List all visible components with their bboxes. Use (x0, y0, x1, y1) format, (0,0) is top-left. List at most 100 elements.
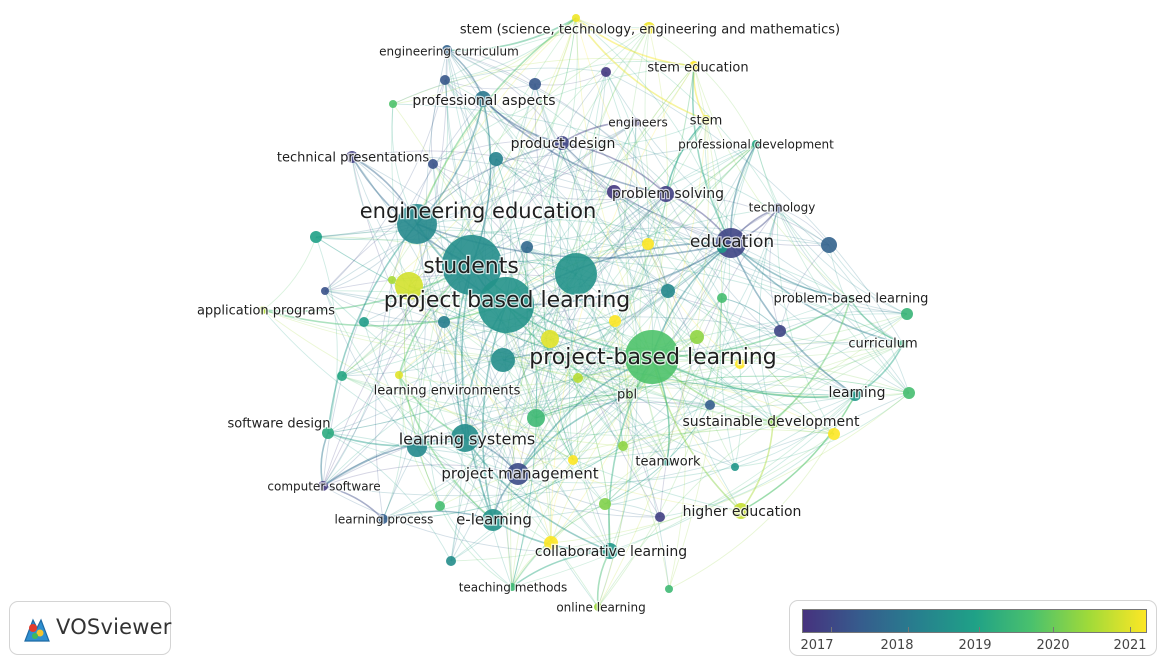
keyword-label[interactable]: learning environments (372, 382, 521, 400)
keyword-node[interactable] (661, 284, 675, 298)
keyword-node[interactable] (828, 428, 840, 440)
keyword-node[interactable] (821, 237, 837, 253)
keyword-label[interactable]: project based learning (382, 287, 631, 315)
keyword-label[interactable]: computer software (266, 478, 382, 495)
keyword-node[interactable] (428, 159, 438, 169)
keyword-node[interactable] (446, 556, 456, 566)
keyword-node[interactable] (735, 359, 745, 369)
keyword-node[interactable] (555, 253, 597, 295)
keyword-node[interactable] (665, 585, 673, 593)
keyword-node[interactable] (259, 306, 267, 314)
keyword-node[interactable] (438, 316, 450, 328)
keyword-label[interactable]: collaborative learning (534, 543, 689, 562)
keyword-node[interactable] (773, 203, 783, 213)
keyword-node[interactable] (475, 91, 491, 107)
keyword-node[interactable] (625, 330, 679, 384)
keyword-node[interactable] (395, 371, 403, 379)
keyword-label[interactable]: engineering curriculum (378, 43, 520, 60)
keyword-label[interactable]: problem-based learning (772, 290, 929, 308)
keyword-node[interactable] (717, 243, 727, 253)
keyword-label[interactable]: e-learning (455, 509, 533, 530)
keyword-node[interactable] (555, 136, 569, 150)
keyword-label[interactable]: engineers (607, 114, 669, 131)
keyword-label[interactable]: students (422, 253, 520, 281)
keyword-label[interactable]: sustainable development (681, 413, 861, 432)
keyword-node[interactable] (705, 400, 715, 410)
keyword-node[interactable] (541, 330, 559, 348)
keyword-node[interactable] (701, 115, 711, 125)
keyword-node[interactable] (903, 387, 915, 399)
keyword-node[interactable] (733, 503, 749, 519)
keyword-node[interactable] (689, 61, 699, 71)
keyword-node[interactable] (624, 390, 634, 400)
keyword-node[interactable] (489, 152, 503, 166)
keyword-node[interactable] (643, 22, 655, 34)
keyword-node[interactable] (521, 241, 533, 253)
keyword-node[interactable] (388, 276, 396, 284)
keyword-node[interactable] (527, 409, 545, 427)
keyword-label[interactable]: engineering education (358, 198, 597, 225)
keyword-node[interactable] (544, 536, 558, 550)
keyword-node[interactable] (609, 315, 621, 327)
keyword-label[interactable]: project-based learning (528, 344, 778, 372)
keyword-label[interactable]: learning (827, 384, 887, 403)
keyword-node[interactable] (442, 235, 502, 295)
keyword-label[interactable]: professional aspects (411, 92, 557, 111)
keyword-node[interactable] (655, 512, 665, 522)
keyword-node[interactable] (529, 78, 541, 90)
keyword-node[interactable] (318, 481, 328, 491)
keyword-node[interactable] (618, 441, 628, 451)
keyword-label[interactable]: education (689, 231, 776, 254)
keyword-node[interactable] (642, 238, 654, 250)
keyword-node[interactable] (632, 118, 640, 126)
keyword-node[interactable] (491, 348, 515, 372)
keyword-node[interactable] (602, 543, 618, 559)
keyword-label[interactable]: curriculum (847, 335, 919, 353)
keyword-node[interactable] (901, 308, 913, 320)
keyword-node[interactable] (568, 455, 578, 465)
keyword-label[interactable]: application programs (196, 302, 337, 320)
keyword-node[interactable] (482, 509, 504, 531)
keyword-label[interactable]: problem solving (611, 185, 726, 204)
keyword-node[interactable] (378, 514, 388, 524)
keyword-node[interactable] (663, 458, 671, 466)
keyword-node[interactable] (407, 437, 427, 457)
keyword-node[interactable] (601, 67, 611, 77)
keyword-label[interactable]: technology (747, 199, 816, 216)
keyword-label[interactable]: pbl (616, 386, 639, 404)
keyword-node[interactable] (899, 340, 907, 348)
keyword-node[interactable] (359, 317, 369, 327)
keyword-label[interactable]: teaching methods (457, 579, 568, 596)
keyword-node[interactable] (346, 151, 358, 163)
keyword-label[interactable]: learning systems (397, 428, 536, 450)
keyword-node[interactable] (849, 389, 861, 401)
keyword-label[interactable]: learning process (333, 511, 434, 528)
keyword-node[interactable] (442, 45, 452, 55)
keyword-node[interactable] (321, 287, 329, 295)
keyword-label[interactable]: professional development (677, 136, 835, 153)
keyword-node[interactable] (658, 186, 674, 202)
keyword-node[interactable] (599, 498, 611, 510)
keyword-label[interactable]: project management (440, 463, 600, 484)
keyword-node[interactable] (397, 204, 437, 244)
keyword-label[interactable]: software design (226, 415, 332, 433)
keyword-node[interactable] (690, 330, 704, 344)
keyword-node[interactable] (478, 277, 534, 333)
keyword-node[interactable] (752, 140, 760, 148)
keyword-node[interactable] (717, 293, 727, 303)
keyword-node[interactable] (508, 583, 516, 591)
keyword-node[interactable] (846, 295, 854, 303)
keyword-node[interactable] (451, 424, 479, 452)
keyword-label[interactable]: stem (688, 112, 723, 130)
keyword-node[interactable] (731, 463, 739, 471)
keyword-label[interactable]: online learning (555, 599, 647, 616)
keyword-node[interactable] (389, 100, 397, 108)
keyword-node[interactable] (572, 14, 580, 22)
keyword-node[interactable] (573, 373, 583, 383)
keyword-node[interactable] (607, 185, 621, 199)
keyword-label[interactable]: technical presentations (276, 149, 431, 167)
keyword-node[interactable] (767, 416, 779, 428)
keyword-label[interactable]: higher education (681, 503, 802, 522)
keyword-node[interactable] (337, 371, 347, 381)
